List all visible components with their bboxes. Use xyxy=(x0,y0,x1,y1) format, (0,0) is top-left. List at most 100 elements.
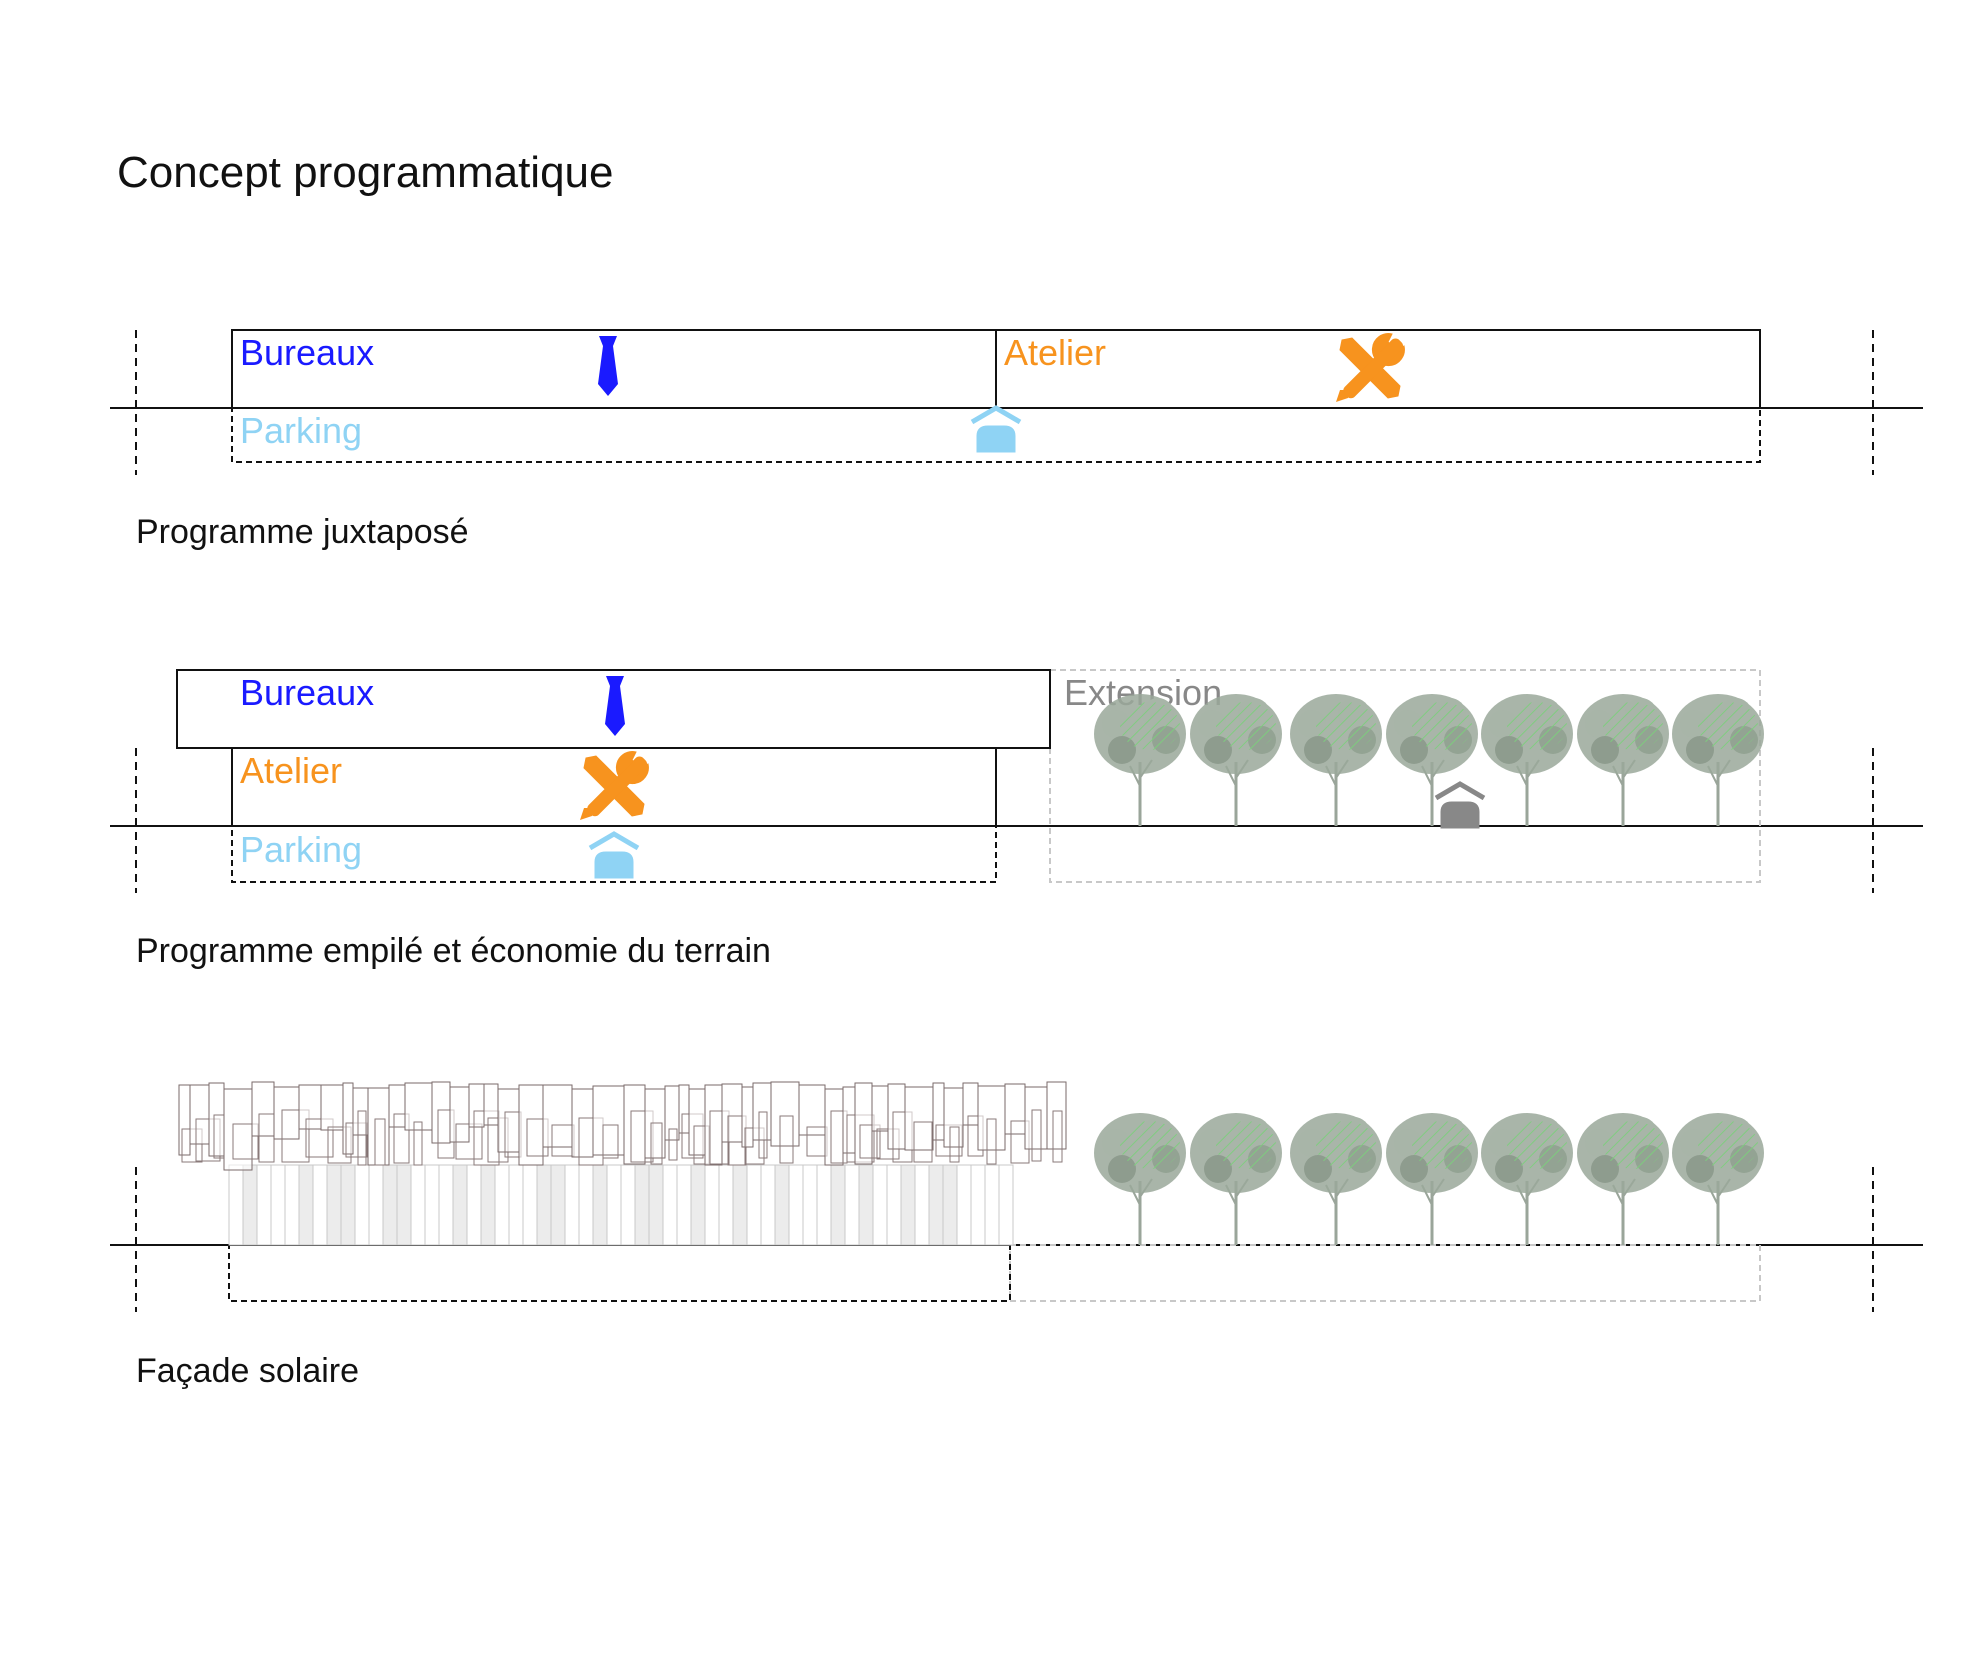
facade-column xyxy=(606,1164,622,1246)
facade-panel xyxy=(859,1124,881,1159)
facade-column xyxy=(368,1164,384,1246)
facade-column xyxy=(886,1164,902,1246)
facade-column xyxy=(424,1164,440,1246)
facade-panel xyxy=(404,1082,433,1131)
facade-column xyxy=(242,1164,258,1246)
parking-label: Parking xyxy=(240,829,362,870)
facade-column xyxy=(536,1164,552,1246)
facade-panel xyxy=(678,1084,690,1134)
facade-panel xyxy=(571,1088,594,1158)
tree-icon xyxy=(1479,692,1575,828)
facade-column xyxy=(676,1164,692,1246)
tie-icon xyxy=(605,676,625,736)
facade-panel xyxy=(320,1084,344,1131)
wrench-screwdriver-icon xyxy=(579,751,650,821)
facade-panel xyxy=(977,1085,1006,1151)
facade-panel xyxy=(374,1118,386,1166)
facade-column xyxy=(690,1164,706,1246)
facade-column xyxy=(312,1164,328,1246)
facade-column xyxy=(774,1164,790,1246)
extension-block xyxy=(1049,669,1761,883)
facade-panel xyxy=(342,1082,354,1155)
facade-column xyxy=(984,1164,1000,1246)
facade-panel xyxy=(623,1084,646,1165)
facade-column xyxy=(298,1164,314,1246)
facade-column xyxy=(382,1164,398,1246)
tree-icon xyxy=(1092,1111,1188,1247)
facade-panel xyxy=(357,1110,367,1166)
facade-panel xyxy=(668,1128,678,1161)
facade-column xyxy=(704,1164,720,1246)
solar-facade xyxy=(178,1081,1067,1246)
facade-panel xyxy=(223,1088,253,1171)
facade-panel xyxy=(943,1087,964,1148)
facade-panel xyxy=(497,1088,520,1153)
section-facade-solaire: Façade solaire xyxy=(110,1081,1923,1390)
facade-column xyxy=(284,1164,300,1246)
facade-panel xyxy=(483,1083,499,1126)
facade-column xyxy=(718,1164,734,1246)
facade-panel xyxy=(904,1086,934,1151)
facade-column xyxy=(634,1164,650,1246)
facade-panel xyxy=(367,1087,390,1166)
car-garage-icon xyxy=(972,408,1020,452)
facade-column xyxy=(732,1164,748,1246)
facade-column xyxy=(830,1164,846,1246)
section-caption: Programme juxtaposé xyxy=(136,513,469,551)
tree-icon xyxy=(1384,1111,1480,1247)
facade-column xyxy=(438,1164,454,1246)
facade-column xyxy=(746,1164,762,1246)
atelier-label: Atelier xyxy=(240,750,342,791)
facade-panel xyxy=(189,1084,210,1145)
facade-column xyxy=(592,1164,608,1246)
facade-panel xyxy=(208,1082,225,1157)
facade-panel xyxy=(251,1081,275,1137)
facade-column xyxy=(508,1164,524,1246)
tree-row xyxy=(1092,1111,1766,1247)
facade-column xyxy=(410,1164,426,1246)
facade-column xyxy=(648,1164,664,1246)
parking-label: Parking xyxy=(240,410,362,451)
facade-panel xyxy=(393,1113,410,1164)
facade-column xyxy=(802,1164,818,1246)
wrench-screwdriver-icon xyxy=(1335,333,1406,403)
facade-panel xyxy=(1046,1081,1067,1150)
facade-panel xyxy=(518,1084,544,1166)
facade-panel xyxy=(592,1085,625,1156)
facade-panel xyxy=(273,1086,300,1140)
facade-column xyxy=(578,1164,594,1246)
facade-panel xyxy=(298,1084,322,1130)
facade-column xyxy=(480,1164,496,1246)
car-garage-icon xyxy=(590,834,638,878)
facade-panel xyxy=(542,1084,573,1148)
facade-column xyxy=(816,1164,832,1246)
facade-column xyxy=(872,1164,888,1246)
facade-column xyxy=(354,1164,370,1246)
facade-panel xyxy=(281,1109,310,1163)
facade-panel xyxy=(431,1081,451,1144)
facade-panel xyxy=(741,1086,754,1148)
facade-column xyxy=(844,1164,860,1246)
tree-icon xyxy=(1575,692,1671,828)
tree-icon xyxy=(1288,692,1384,828)
facade-column xyxy=(858,1164,874,1246)
facade-column xyxy=(228,1164,244,1246)
facade-panel xyxy=(449,1086,470,1143)
tree-icon xyxy=(1188,1111,1284,1247)
facade-column xyxy=(270,1164,286,1246)
facade-panel xyxy=(1052,1110,1063,1163)
extension-block xyxy=(1009,1244,1761,1302)
facade-panel xyxy=(232,1123,259,1160)
facade-panel xyxy=(932,1082,945,1141)
facade-panel xyxy=(388,1084,406,1128)
facade-panel xyxy=(688,1088,706,1156)
tree-icon xyxy=(1575,1111,1671,1247)
facade-panel xyxy=(468,1083,485,1128)
facade-panel xyxy=(871,1085,889,1132)
facade-panel xyxy=(1004,1083,1026,1135)
parking-block xyxy=(228,1244,1011,1302)
tree-icon xyxy=(1670,692,1766,828)
facade-column xyxy=(970,1164,986,1246)
tree-icon xyxy=(1092,692,1188,828)
